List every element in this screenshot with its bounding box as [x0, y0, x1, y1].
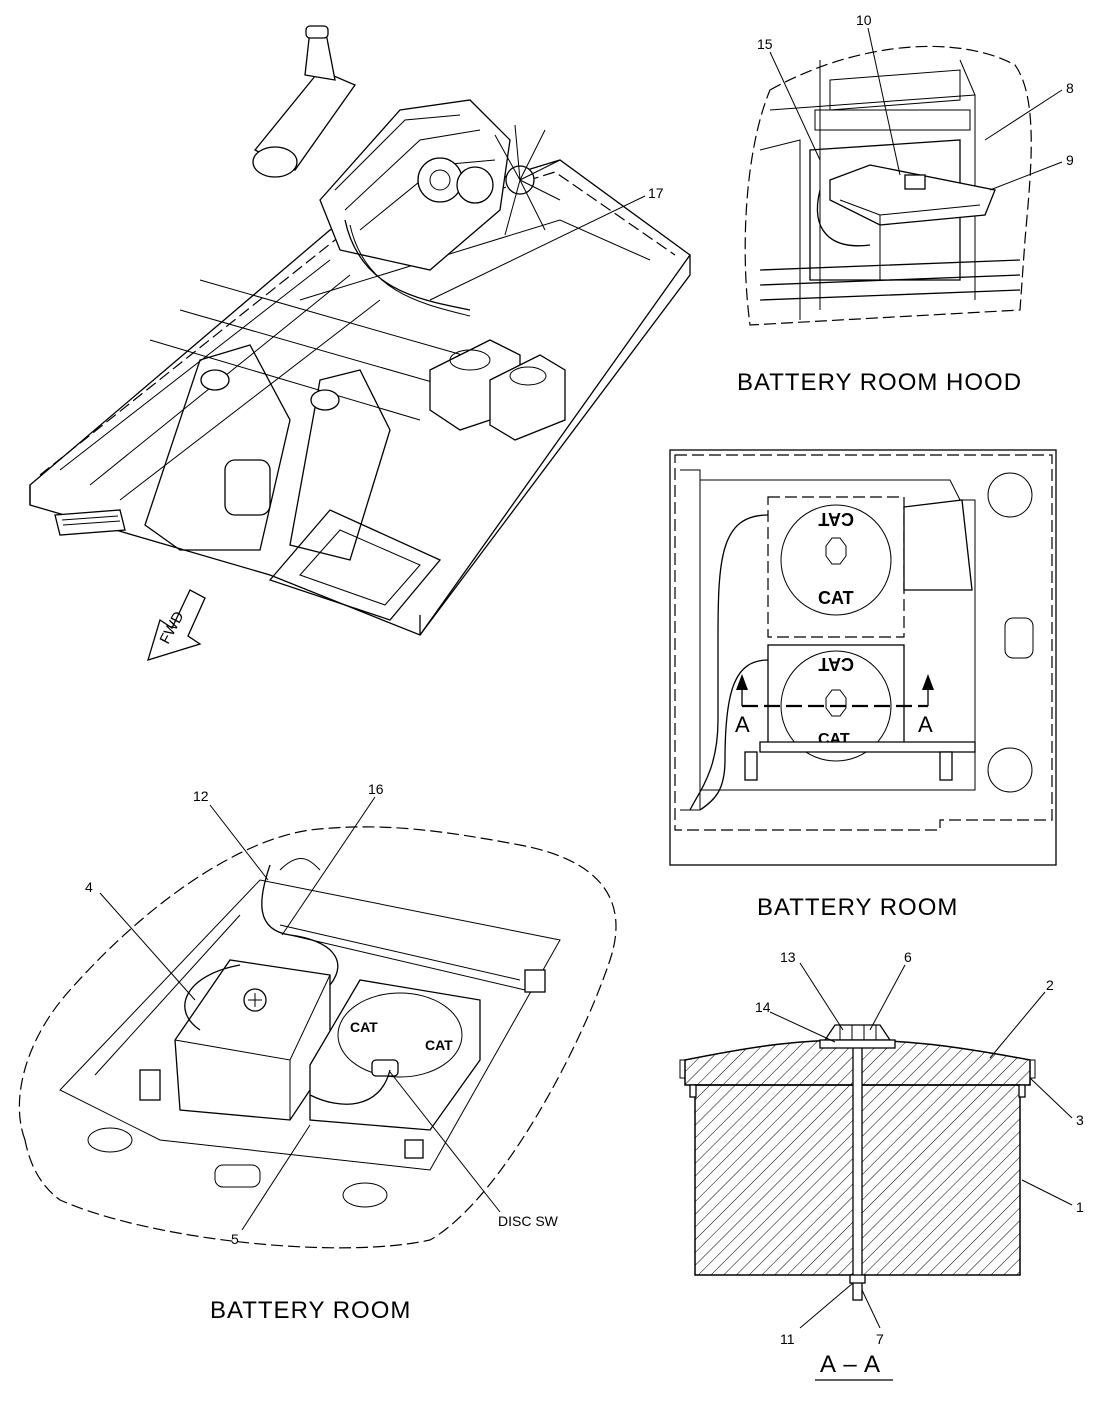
view-section-a-a: 13 6 14 2 3 1 11 7 A – A [679, 949, 1084, 1381]
callout-2: 2 [1046, 977, 1054, 993]
view-battery-room-hood: 15 10 8 9 BATTERY ROOM HOOD [737, 12, 1074, 396]
caption-battery-room-iso: BATTERY ROOM [210, 1297, 411, 1324]
battery-upper: CAT CAT [767, 496, 973, 638]
callout-9: 9 [1066, 152, 1074, 168]
caption-battery-room-top: BATTERY ROOM [757, 894, 958, 921]
callout-6: 6 [904, 949, 912, 965]
view-battery-room-top: CAT CAT CAT CAT A A BATTERY ROOM [669, 449, 1057, 921]
cat-logo-iso-left: CAT [350, 1019, 378, 1035]
callout-12: 12 [193, 788, 209, 804]
caption-section-a-a: A – A [820, 1351, 881, 1378]
fwd-label: FWD [157, 609, 188, 647]
callout-13: 13 [780, 949, 796, 965]
battery-right: CAT CAT [309, 979, 481, 1131]
callout-5: 5 [231, 1231, 239, 1247]
view-battery-room-iso: CAT CAT 12 16 4 5 DISC SW BATTERY ROOM [18, 781, 617, 1324]
callout-7: 7 [876, 1331, 884, 1347]
callout-1: 1 [1076, 1199, 1084, 1215]
callout-17: 17 [648, 185, 664, 201]
callout-8: 8 [1066, 80, 1074, 96]
callout-3: 3 [1076, 1112, 1084, 1128]
callout-16: 16 [368, 781, 384, 797]
caption-battery-room-hood: BATTERY ROOM HOOD [737, 369, 1022, 396]
callout-11: 11 [780, 1331, 795, 1347]
callout-14: 14 [755, 999, 771, 1015]
section-marker-left: A [735, 712, 750, 737]
muffler [252, 25, 356, 178]
section-marker-right: A [918, 712, 933, 737]
battery-lower: CAT CAT [767, 644, 905, 762]
callout-10: 10 [856, 12, 872, 28]
forward-arrow-icon: FWD [147, 589, 206, 661]
callout-4: 4 [85, 879, 93, 895]
cat-logo-lower-top: CAT [818, 654, 854, 674]
callout-15: 15 [757, 36, 773, 52]
cat-logo-upper-bottom: CAT [818, 588, 854, 608]
hold-down-rod [852, 1039, 863, 1301]
cat-logo-upper-top: CAT [818, 509, 854, 529]
battery-left [174, 959, 331, 1121]
cat-logo-iso-right: CAT [425, 1037, 453, 1053]
view-machine-frame: FWD 17 [29, 25, 691, 661]
knob-icon [823, 1024, 892, 1041]
cooling-fan [494, 124, 561, 236]
callout-disc-sw: DISC SW [498, 1213, 559, 1229]
